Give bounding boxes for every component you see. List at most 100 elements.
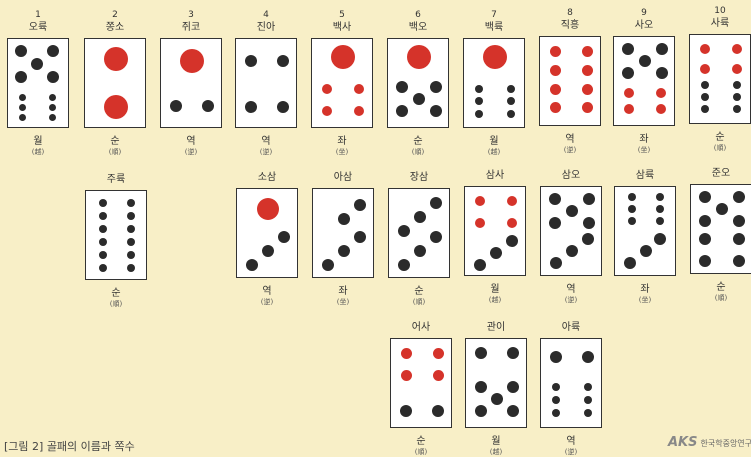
tile-category: 월: [465, 436, 527, 448]
black-pip: [99, 212, 107, 220]
black-pip: [552, 383, 560, 391]
black-pip: [354, 199, 366, 211]
black-pip: [475, 381, 487, 393]
black-pip: [733, 255, 745, 267]
red-pip: [257, 198, 279, 220]
tile-number: 6: [387, 10, 449, 20]
black-pip: [507, 347, 519, 359]
tile-name: 아삼: [312, 172, 374, 183]
red-pip: [475, 218, 485, 228]
tile-category: 좌: [614, 284, 676, 296]
black-pip: [49, 94, 56, 101]
black-pip: [245, 101, 257, 113]
red-pip: [433, 348, 444, 359]
black-pip: [733, 215, 745, 227]
tile-category-hanja: (逆): [236, 298, 298, 307]
black-pip: [322, 259, 334, 271]
black-pip: [127, 238, 135, 246]
black-pip: [127, 212, 135, 220]
black-pip: [99, 238, 107, 246]
tile-name: 준오: [690, 168, 751, 179]
red-pip: [104, 95, 128, 119]
tile-name: 삼오: [540, 170, 602, 181]
black-pip: [622, 67, 634, 79]
black-pip: [398, 259, 410, 271]
tile-category: 역: [540, 284, 602, 296]
black-pip: [475, 347, 487, 359]
black-pip: [491, 393, 503, 405]
black-pip: [430, 231, 442, 243]
domino-tile: [690, 184, 751, 274]
tile-category-hanja: (越): [7, 148, 69, 157]
domino-tile: [689, 34, 751, 124]
black-pip: [582, 351, 594, 363]
black-pip: [490, 247, 502, 259]
black-pip: [396, 81, 408, 93]
tile-name: 쥐코: [160, 22, 222, 33]
tile-name: 진아: [235, 22, 297, 33]
tile-name: 사륙: [689, 18, 751, 29]
black-pip: [656, 217, 664, 225]
black-pip: [628, 205, 636, 213]
tile-name: 삼사: [464, 170, 526, 181]
black-pip: [656, 67, 668, 79]
red-pip: [483, 45, 507, 69]
tile-category: 역: [539, 134, 601, 146]
red-pip: [550, 65, 561, 76]
black-pip: [127, 199, 135, 207]
black-pip: [549, 193, 561, 205]
red-pip: [700, 44, 710, 54]
black-pip: [656, 205, 664, 213]
red-pip: [322, 106, 332, 116]
black-pip: [699, 215, 711, 227]
red-pip: [700, 64, 710, 74]
black-pip: [414, 211, 426, 223]
black-pip: [550, 351, 562, 363]
tile-name: 아륙: [540, 322, 602, 333]
red-pip: [582, 46, 593, 57]
black-pip: [733, 81, 741, 89]
black-pip: [507, 85, 515, 93]
tile-category: 월: [463, 136, 525, 148]
tile-category: 순: [387, 136, 449, 148]
black-pip: [277, 55, 289, 67]
red-pip: [550, 84, 561, 95]
red-pip: [354, 106, 364, 116]
red-pip: [582, 65, 593, 76]
tile-category-hanja: (越): [464, 296, 526, 305]
tile-category-hanja: (逆): [235, 148, 297, 157]
black-pip: [628, 217, 636, 225]
black-pip: [47, 71, 59, 83]
red-pip: [104, 47, 128, 71]
tile-category-hanja: (逆): [539, 146, 601, 155]
tile-number: 10: [689, 6, 751, 16]
tile-category: 순: [388, 286, 450, 298]
red-pip: [550, 102, 561, 113]
tile-category-hanja: (逆): [160, 148, 222, 157]
black-pip: [552, 409, 560, 417]
domino-tile: [540, 338, 602, 428]
tile-category: 순: [690, 282, 751, 294]
black-pip: [245, 55, 257, 67]
tile-category: 역: [540, 436, 602, 448]
tile-category: 월: [464, 284, 526, 296]
black-pip: [127, 264, 135, 272]
tile-category: 월: [7, 136, 69, 148]
logo-text: 한국학중앙연구원: [701, 439, 751, 448]
red-pip: [582, 102, 593, 113]
red-pip: [732, 64, 742, 74]
black-pip: [584, 409, 592, 417]
black-pip: [639, 55, 651, 67]
black-pip: [127, 251, 135, 259]
red-pip: [354, 84, 364, 94]
tile-category-hanja: (坐): [614, 296, 676, 305]
black-pip: [507, 381, 519, 393]
black-pip: [430, 105, 442, 117]
black-pip: [49, 104, 56, 111]
tile-category: 좌: [312, 286, 374, 298]
tile-name: 관이: [465, 322, 527, 333]
black-pip: [430, 197, 442, 209]
black-pip: [413, 93, 425, 105]
tile-category-hanja: (坐): [613, 146, 675, 155]
